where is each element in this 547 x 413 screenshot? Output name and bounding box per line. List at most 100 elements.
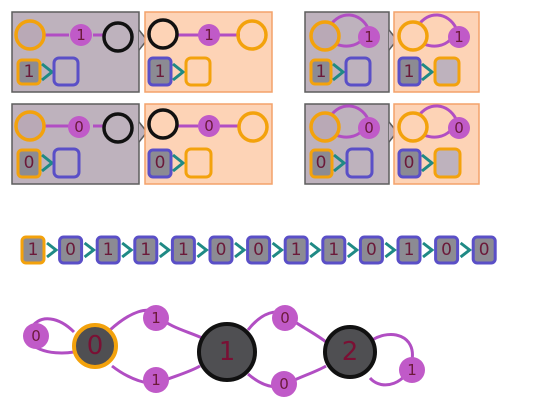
state-node-0 xyxy=(72,323,118,369)
rule-3-after-symbol: 0 xyxy=(204,117,214,135)
orange-cell xyxy=(184,147,213,179)
rule-3-before-symbol: 0 xyxy=(74,118,84,136)
black-ring-node xyxy=(147,108,179,140)
rule-1-before-symbol: 1 xyxy=(76,26,86,44)
edge-label-node xyxy=(143,367,169,393)
rule-1-before-cell: 1 xyxy=(24,62,35,82)
tape-cell-value: 1 xyxy=(140,240,151,260)
rule-2-before-cell: 1 xyxy=(316,62,327,82)
state-label-0: 0 xyxy=(87,331,104,361)
teal-arrow xyxy=(333,153,347,173)
teal-arrow xyxy=(309,241,322,259)
rule-1: 1 1 1 1 xyxy=(11,11,273,93)
magenta-symbol-node xyxy=(358,26,380,48)
tape-cell xyxy=(283,235,309,265)
teal-arrow xyxy=(196,241,209,259)
magenta-symbol-node xyxy=(358,117,380,139)
tape-cell xyxy=(147,148,173,179)
magenta-symbol-node xyxy=(448,26,470,48)
black-ring-node xyxy=(102,112,134,144)
edge-label-s0-s1-bottom: 1 xyxy=(151,371,161,389)
tape-cell xyxy=(95,235,121,265)
tape-cell-value: 0 xyxy=(65,240,76,260)
edge-label-s1-s2-bottom: 0 xyxy=(279,375,289,393)
orange-cell xyxy=(184,56,212,87)
rule-4-after-cell: 0 xyxy=(404,153,415,173)
teal-arrow xyxy=(172,62,186,82)
tape-cell xyxy=(20,235,46,265)
teal-arrow xyxy=(41,62,55,82)
teal-arrow xyxy=(158,241,172,259)
tape-cell xyxy=(397,148,422,179)
orange-cell xyxy=(433,56,461,87)
tape-cell-value: 1 xyxy=(291,240,302,260)
state-node-2 xyxy=(323,325,377,379)
tape-cell xyxy=(358,235,384,265)
teal-arrow xyxy=(459,241,473,259)
black-ring-node xyxy=(102,21,134,53)
teal-arrow xyxy=(271,241,285,259)
orange-ring-node xyxy=(237,111,269,143)
rule-2-after-symbol: 1 xyxy=(454,28,464,46)
edge-label-s0-self: 0 xyxy=(31,327,41,345)
edge-label-node xyxy=(272,305,298,331)
rule-4-before-symbol: 0 xyxy=(364,119,374,137)
teal-arrow xyxy=(83,241,97,259)
tape-cell xyxy=(246,235,272,265)
magenta-symbol-node xyxy=(448,117,470,139)
black-ring-node xyxy=(147,18,179,50)
magenta-symbol-node xyxy=(198,115,220,137)
teal-arrow xyxy=(384,241,397,259)
tape-cell xyxy=(16,58,42,86)
tape-cell xyxy=(208,235,234,265)
rule-3-before-cell: 0 xyxy=(24,153,35,173)
edge-label-node xyxy=(143,305,169,331)
orange-ring-node xyxy=(309,20,341,52)
tape-cell-value: 0 xyxy=(253,240,264,260)
orange-ring-node xyxy=(309,111,341,143)
edge-label-s0-s1-top: 1 xyxy=(151,309,161,327)
teal-arrow xyxy=(46,241,59,259)
state-machine: 0 1 1 0 0 1 0 1 2 xyxy=(23,305,425,397)
orange-ring-node xyxy=(236,19,268,51)
edge-label-node xyxy=(23,323,49,349)
teal-arrow xyxy=(332,62,346,82)
tape-cell xyxy=(16,148,42,179)
orange-ring-node xyxy=(397,111,429,143)
rule-2: 1 1 1 1 xyxy=(304,11,480,93)
edge-label-node xyxy=(271,371,297,397)
edge-label-s2-self: 1 xyxy=(407,361,417,379)
tape-cell-value: 1 xyxy=(103,240,114,260)
teal-arrow xyxy=(41,153,55,173)
teal-arrow xyxy=(422,241,435,259)
state-label-2: 2 xyxy=(342,337,359,367)
tape-cell-value: 1 xyxy=(328,240,339,260)
tape-cell-value: 1 xyxy=(28,240,39,260)
state-node-1 xyxy=(197,322,257,382)
rule-4: 0 0 0 0 xyxy=(304,103,480,185)
rule-4-after-symbol: 0 xyxy=(454,119,464,137)
tape-cell xyxy=(397,56,422,87)
tape-cell xyxy=(309,58,333,86)
rule-1-after-cell: 1 xyxy=(155,62,166,82)
tape-cell xyxy=(321,235,347,265)
tape-cell xyxy=(58,235,84,265)
rule-2-before-symbol: 1 xyxy=(364,28,374,46)
rule-3-after-cell: 0 xyxy=(155,153,166,173)
rule-3: 0 0 0 0 xyxy=(11,103,273,185)
tape-cell xyxy=(471,235,497,265)
rule-2-after-cell: 1 xyxy=(404,62,415,82)
state-label-1: 1 xyxy=(219,337,236,367)
magenta-symbol-node xyxy=(68,116,90,138)
tape-cell-value: 1 xyxy=(178,240,189,260)
edge-label-s1-s2-top: 0 xyxy=(280,309,290,327)
magenta-symbol-node xyxy=(198,24,220,46)
teal-arrow xyxy=(346,241,360,259)
purple-cell xyxy=(52,56,80,87)
teal-arrow xyxy=(172,153,186,173)
tape-cell-value: 0 xyxy=(479,240,490,260)
tape-cell xyxy=(396,235,422,265)
orange-ring-node xyxy=(14,110,46,142)
